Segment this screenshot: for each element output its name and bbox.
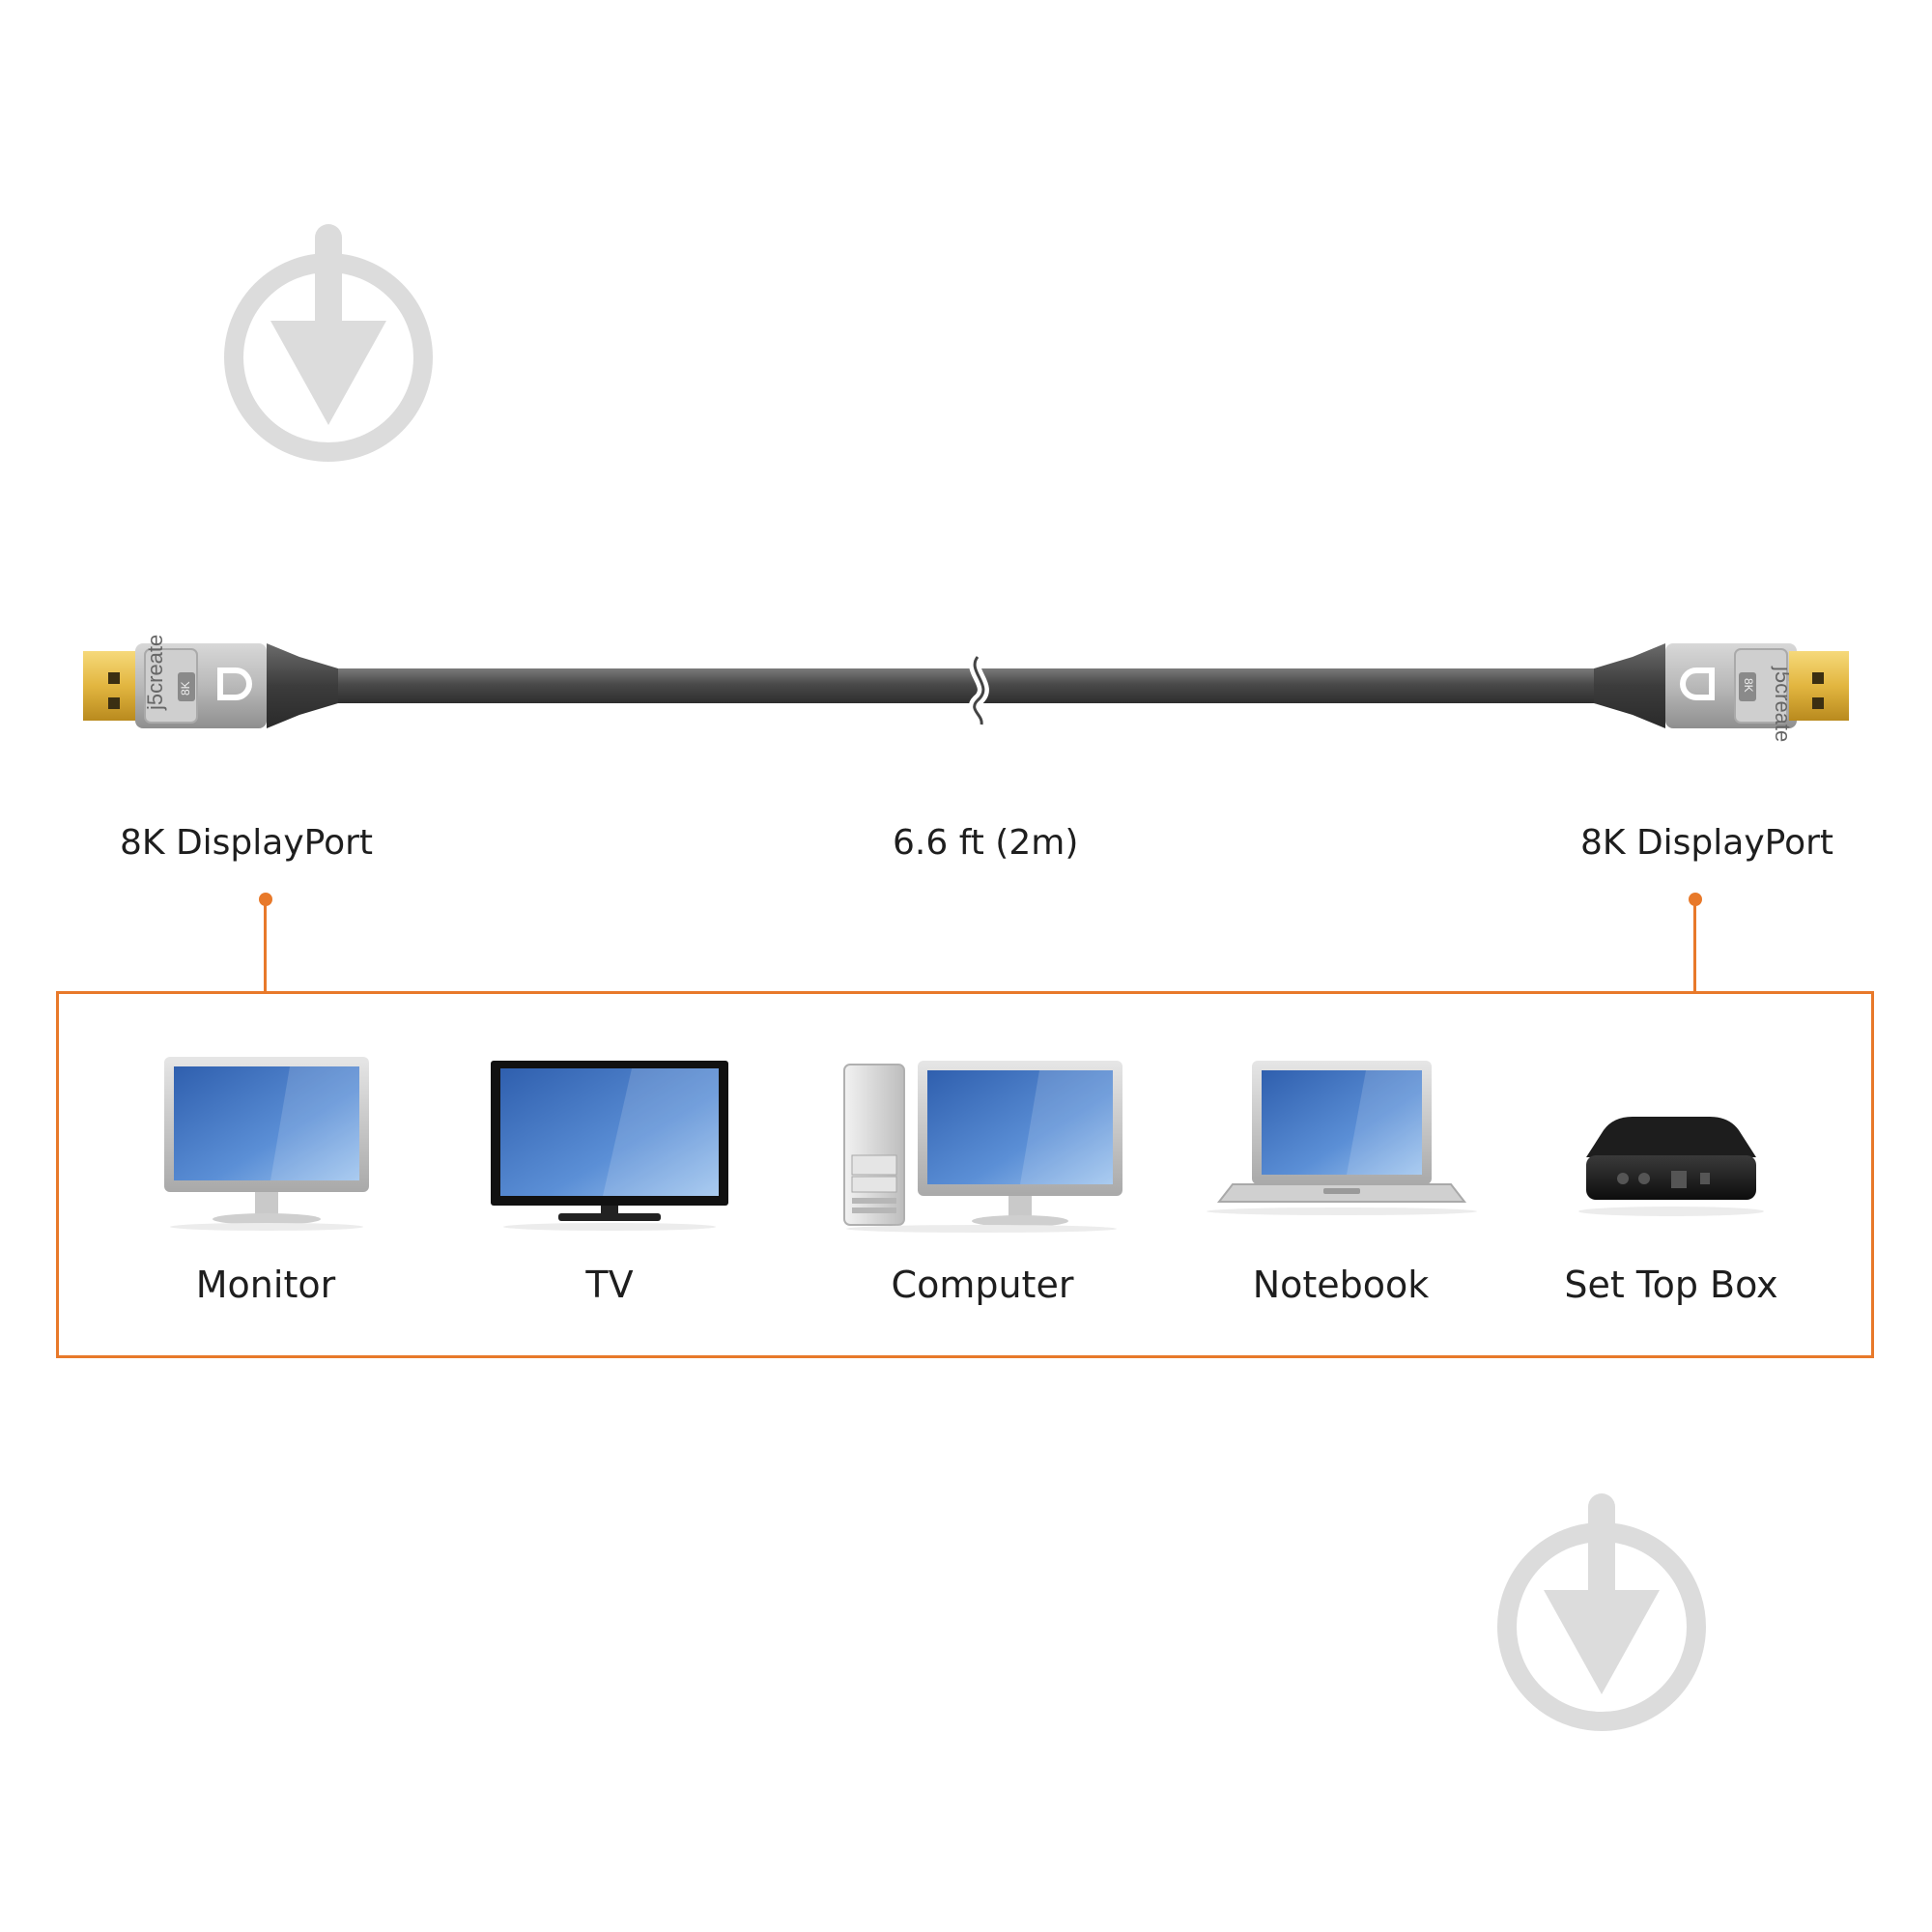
left-leader-dot — [259, 893, 272, 906]
monitor-icon — [164, 1057, 369, 1231]
notebook-icon — [1207, 1061, 1477, 1215]
desktop-computer-icon — [843, 1061, 1122, 1233]
left-leader-line — [264, 902, 267, 993]
left-connector: j5create 8K — [83, 635, 338, 728]
svg-text:j5create: j5create — [143, 635, 167, 711]
right-leader-line — [1693, 902, 1696, 993]
right-connector-label: 8K DisplayPort — [1580, 823, 1834, 863]
device-label-tv: TV — [585, 1264, 634, 1306]
set-top-box-icon — [1578, 1117, 1764, 1216]
download-arrow-icon — [224, 224, 433, 462]
compatible-devices-panel — [56, 991, 1874, 1358]
device-label-computer: Computer — [891, 1264, 1074, 1306]
device-label-monitor: Monitor — [195, 1264, 336, 1306]
tv-icon — [491, 1061, 728, 1231]
cable-length-label: 6.6 ft (2m) — [893, 823, 1079, 863]
download-arrow-icon — [1497, 1493, 1706, 1731]
displayport-cable: j5create 8K j5create 8K — [83, 635, 1849, 742]
svg-text:8K: 8K — [179, 681, 192, 696]
left-connector-label: 8K DisplayPort — [120, 823, 374, 863]
device-label-set-top-box: Set Top Box — [1564, 1264, 1778, 1306]
right-connector: j5create 8K — [1594, 643, 1849, 742]
right-leader-dot — [1689, 893, 1702, 906]
device-label-notebook: Notebook — [1252, 1264, 1430, 1306]
svg-text:8K: 8K — [1742, 678, 1755, 693]
